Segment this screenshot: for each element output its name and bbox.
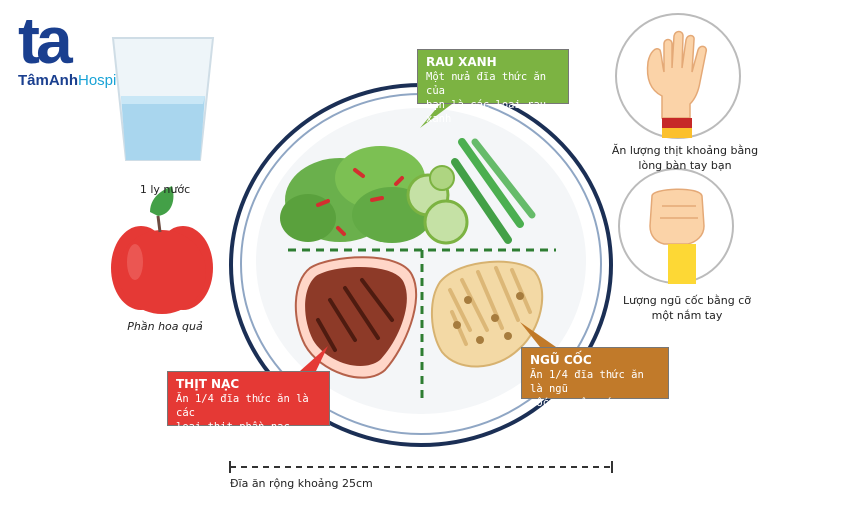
grain-fist-line2: một nắm tay	[651, 309, 723, 322]
thit-pointer	[300, 346, 328, 371]
ngu-coc-line2: cốc nguyên cám	[530, 397, 619, 409]
width-ruler	[229, 461, 613, 473]
logo-mark: ta	[18, 3, 73, 77]
thit-nac-line1: Ăn 1/4 đĩa thức ăn là các	[176, 393, 309, 419]
thit-nac-line2: loại thịt phần nạc	[176, 421, 290, 433]
meat-hand-line2: lòng bàn tay bạn	[638, 159, 732, 172]
thit-nac-title: THỊT NẠC	[176, 377, 240, 391]
logo-name: TâmAnh	[18, 72, 78, 89]
ngu-pointer	[520, 322, 556, 347]
ngu-coc-title: NGŨ CỐC	[530, 353, 592, 367]
fist-icon	[618, 168, 734, 284]
plate-width-label: Đĩa ăn rộng khoảng 25cm	[230, 477, 373, 490]
rau-xanh-callout: RAU XANH Một nửa đĩa thức ăn của bạn là …	[417, 49, 569, 125]
thit-nac-callout: THỊT NẠC Ăn 1/4 đĩa thức ăn là các loại …	[167, 371, 330, 433]
meat-hand-caption: Ăn lượng thịt khoảng bằng lòng bàn tay b…	[610, 143, 760, 173]
water-glass-icon	[111, 37, 215, 161]
grain-fist-line1: Lượng ngũ cốc bằng cỡ	[623, 294, 751, 307]
ngu-coc-callout: NGŨ CỐC Ăn 1/4 đĩa thức ăn là ngũ cốc ng…	[521, 347, 669, 409]
rau-xanh-title: RAU XANH	[426, 55, 497, 69]
water-label: 1 ly nước	[139, 183, 191, 196]
meat-icon	[294, 256, 418, 379]
apple-icon	[111, 186, 213, 314]
rau-pointer	[420, 104, 452, 128]
meat-hand-line1: Ăn lượng thịt khoảng bằng	[611, 144, 759, 157]
grain-icon	[430, 260, 544, 368]
vegetables-icon	[280, 138, 536, 245]
plate-dividers	[288, 248, 556, 400]
palm-hand-icon	[615, 13, 741, 139]
rau-xanh-line2: bạn là các loại rau xanh	[426, 99, 547, 125]
grain-fist-caption: Lượng ngũ cốc bằng cỡ một nắm tay	[614, 293, 760, 323]
ngu-coc-line1: Ăn 1/4 đĩa thức ăn là ngũ	[530, 369, 644, 395]
rau-xanh-line1: Một nửa đĩa thức ăn của	[426, 71, 547, 97]
fruit-label: Phần hoa quả	[127, 320, 203, 333]
